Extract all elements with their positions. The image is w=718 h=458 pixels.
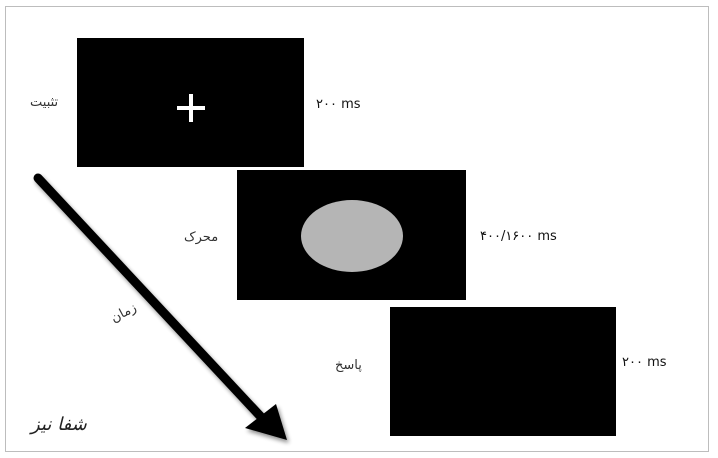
response-duration: ۲۰۰ ms	[622, 355, 667, 370]
fixation-cross-icon	[177, 94, 205, 122]
stimulus-label: محرک	[184, 230, 219, 245]
stimulus-ellipse	[301, 200, 403, 272]
fixation-label: تثبیت	[30, 95, 59, 110]
fixation-duration: ۲۰۰ ms	[316, 97, 361, 112]
watermark-logo: شفا نیز	[31, 414, 87, 435]
figure-frame	[5, 6, 709, 452]
stimulus-duration: ۴۰۰/۱۶۰۰ ms	[480, 229, 557, 244]
time-arrow-head	[245, 404, 287, 440]
fixation-screen	[77, 38, 304, 167]
response-screen	[390, 307, 616, 436]
response-label: پاسخ	[335, 358, 362, 373]
time-arrow-shaft	[33, 173, 267, 423]
stimulus-screen	[237, 170, 466, 300]
